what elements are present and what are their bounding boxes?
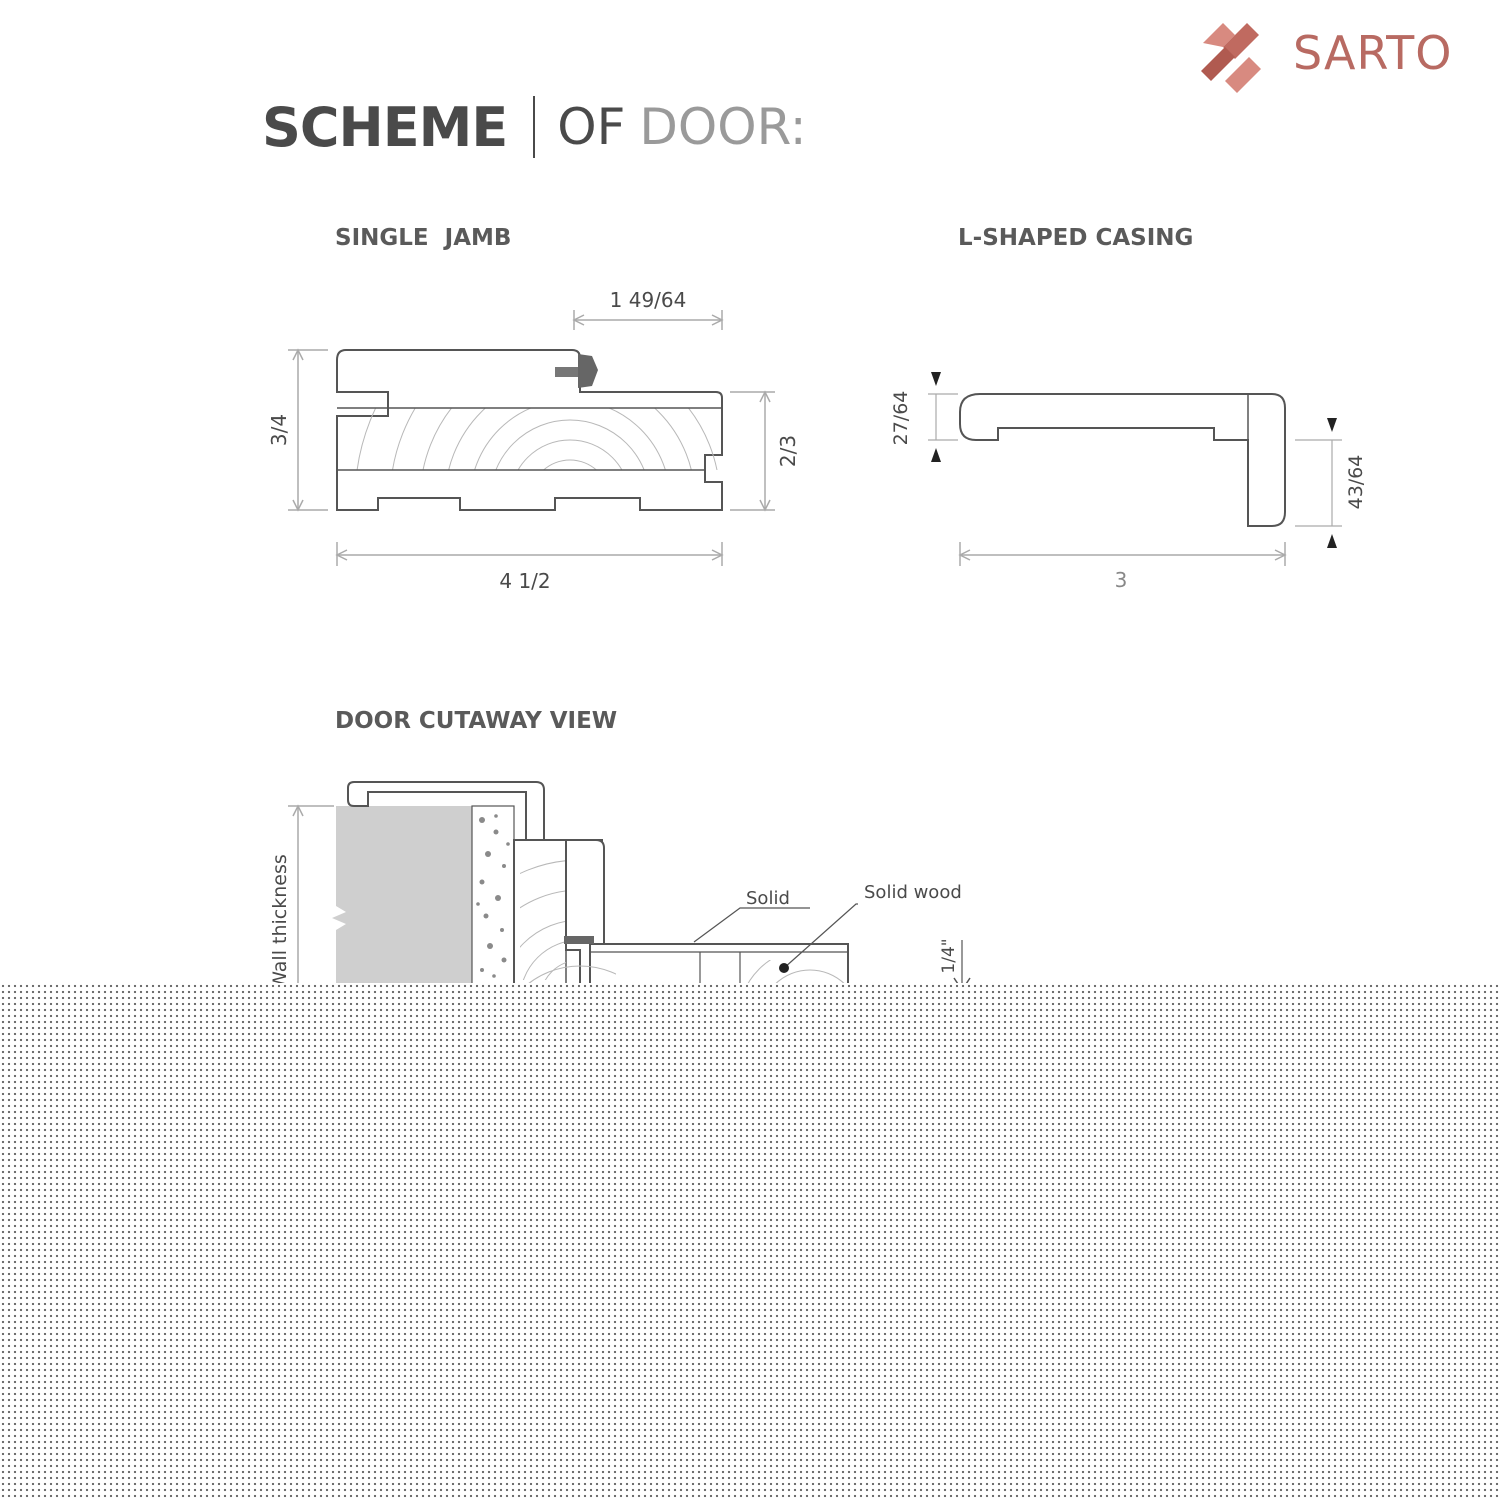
- title-light-2: DOOR:: [639, 98, 807, 156]
- dim-top-label: 1 49/64: [610, 288, 687, 312]
- brand-name: SARTO: [1293, 26, 1453, 80]
- cutaway-seal: [564, 936, 594, 944]
- door-seal: [555, 367, 579, 377]
- brand-logo: SARTO: [1195, 8, 1475, 98]
- foam-fill: [471, 805, 515, 987]
- l-shaped-casing-diagram: 27/64 43/64 3: [890, 372, 1367, 590]
- door-leaf: [589, 943, 849, 989]
- wall-thickness-label: Wall thickness: [269, 854, 291, 990]
- title-light-1: OF: [557, 98, 626, 156]
- gap-dimension-label: 1/4": [939, 938, 959, 973]
- label-solid-wood: Solid wood: [864, 882, 962, 903]
- title-bold: SCHEME: [262, 95, 508, 159]
- foam-dots: [476, 814, 510, 978]
- heading-door-cutaway: DOOR CUTAWAY VIEW: [335, 708, 618, 734]
- label-solid: Solid: [746, 888, 790, 909]
- casing-dim-right-label: 43/64: [1345, 455, 1367, 510]
- page-title: SCHEME OF DOOR:: [262, 92, 807, 162]
- casing-dim-bottom-label: 3: [1115, 568, 1128, 590]
- dim-left-line: [288, 348, 328, 512]
- sarto-logo-icon: [1201, 23, 1261, 93]
- dot-screen-overlay: [0, 983, 1500, 1500]
- title-separator: [533, 96, 536, 158]
- heading-l-shaped-casing: L-SHAPED CASING: [958, 225, 1194, 251]
- casing-profile: [959, 393, 1286, 527]
- dim-bottom-line: [335, 542, 724, 566]
- dim-left-label: 3/4: [267, 414, 291, 446]
- jamb-profile: [336, 349, 723, 511]
- heading-single-jamb: SINGLE JAMB: [335, 225, 512, 251]
- dim-top-line: [572, 310, 724, 330]
- single-jamb-diagram: 1 49/64 3/4 2/3 4 1/2: [267, 288, 800, 593]
- casing-dim-left-label: 27/64: [890, 391, 912, 446]
- dim-right-label: 2/3: [776, 435, 800, 467]
- wood-grain: [356, 408, 718, 470]
- cutaway-casing: [347, 781, 545, 917]
- dim-right-line: [730, 390, 775, 512]
- dim-bottom-label: 4 1/2: [499, 569, 550, 593]
